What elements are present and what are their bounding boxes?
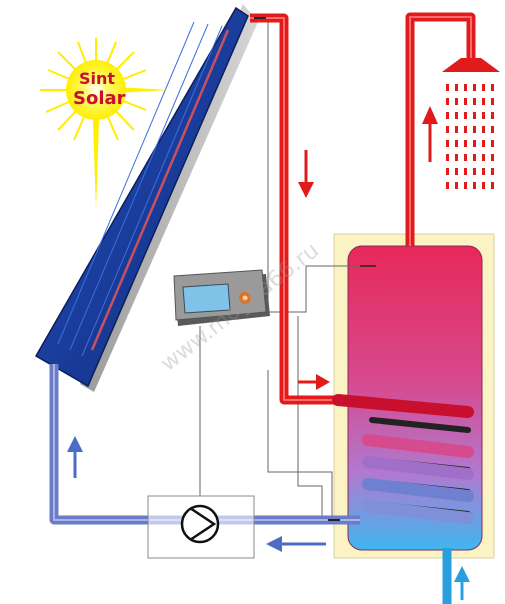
cold-pipes	[49, 364, 452, 604]
heat-exchanger-coil	[332, 394, 474, 524]
hot-flow-right-arrow	[298, 374, 330, 390]
logo-line2: Solar	[73, 88, 126, 109]
pump-icon	[180, 504, 220, 544]
cold-inlet-up-arrow	[454, 566, 470, 600]
solar-collector-panel	[34, 4, 258, 392]
hot-pipes	[250, 12, 476, 405]
logo-line1: Sint	[79, 69, 115, 88]
sun-icon	[40, 38, 170, 210]
pump-group	[147, 495, 255, 559]
shower-head-icon	[442, 58, 500, 189]
sint-solar-logo: Sint Solar	[73, 69, 126, 109]
controller-icon	[173, 269, 270, 326]
hot-flow-up-arrow	[422, 106, 438, 162]
hot-flow-down-arrow	[298, 150, 314, 198]
flow-arrow-icon	[67, 106, 470, 600]
cold-flow-left-arrow	[266, 536, 326, 552]
cold-flow-up-arrow	[67, 436, 83, 478]
